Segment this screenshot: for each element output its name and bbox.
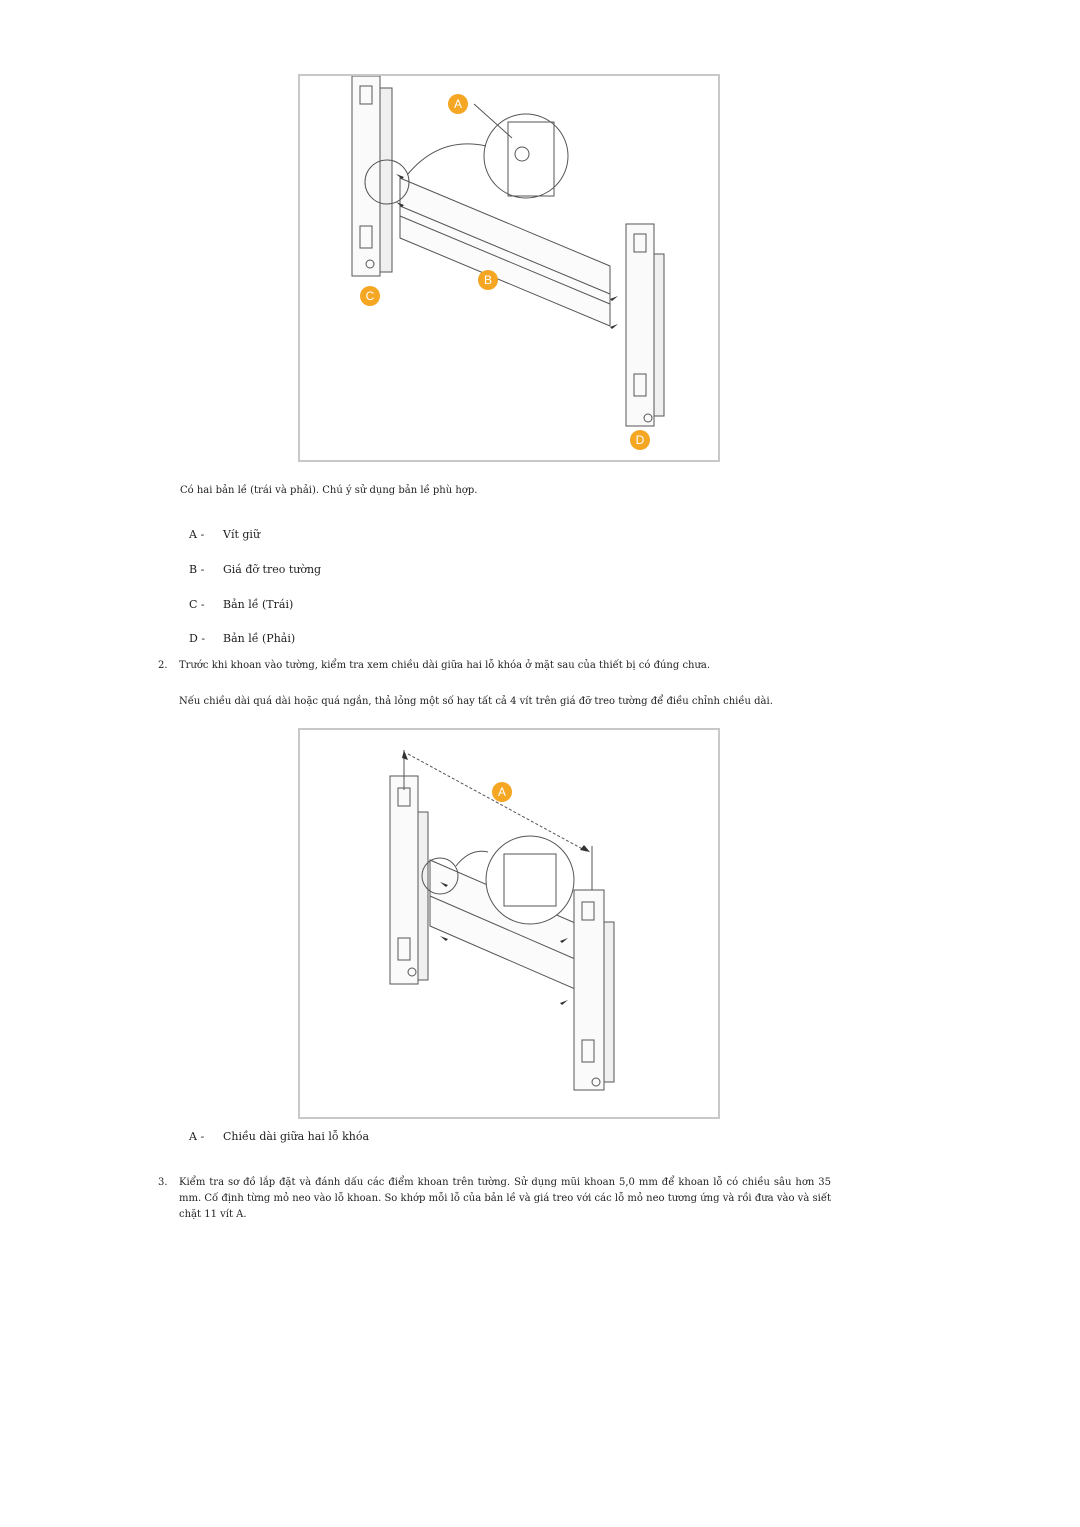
step2-text: Trước khi khoan vào tường, kiểm tra xem … (179, 660, 711, 671)
figure-keyhole-length: A (298, 728, 720, 1119)
step2-note: Nếu chiều dài quá dài hoặc quá ngắn, thả… (179, 696, 773, 707)
legend2-item-a: A -Chiều dài giữa hai lỗ khóa (189, 1130, 370, 1143)
legend1-item-c: C -Bản lề (Trái) (189, 598, 294, 611)
bracket-diagram-2: A (389, 750, 615, 1091)
figure1-caption: Có hai bản lề (trái và phải). Chú ý sử d… (180, 485, 478, 496)
legend1-item-d: D -Bản lề (Phải) (189, 632, 296, 645)
callout-c-label: C (366, 289, 375, 303)
callout-a2-label: A (498, 785, 506, 799)
figure-bracket-hinges: A B C D (298, 74, 720, 462)
legend1-item-b: B -Giá đỡ treo tường (189, 563, 322, 576)
step3-text: Kiểm tra sơ đồ lắp đặt và đánh dấu các đ… (179, 1177, 831, 1220)
step3-number: 3. (158, 1177, 168, 1188)
bracket-diagram-1: A B C D (351, 76, 665, 450)
callout-b-label: B (484, 273, 492, 287)
callout-a-label: A (454, 97, 462, 111)
callout-d-label: D (636, 433, 645, 447)
legend1-item-a: A -Vít giữ (189, 528, 261, 541)
step2-number: 2. (158, 660, 168, 671)
